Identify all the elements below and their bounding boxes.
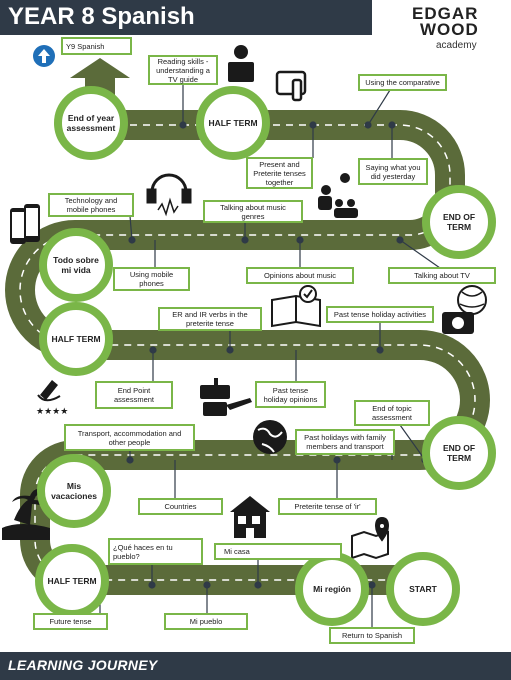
road-arrow-head [70, 58, 130, 78]
milestone-half-term-3: HALF TERM [35, 544, 109, 618]
map-pin-icon [351, 516, 390, 560]
tv-remote-icon [275, 70, 307, 102]
milestone-end-of-term-2: END OF TERM [422, 416, 496, 490]
footer-title: LEARNING JOURNEY [8, 657, 158, 673]
page-title: YEAR 8 Spanish [8, 3, 195, 30]
logo-wood: WOOD [420, 20, 479, 39]
topic-talking-tv: Talking about TV [388, 267, 496, 284]
topic-countries: Countries [138, 498, 223, 515]
topic-using-mobile-phones: Using mobile phones [113, 267, 190, 291]
topic-saying-yesterday: Saying what you did yesterday [358, 158, 428, 185]
topic-er-ir-verbs: ER and IR verbs in the preterite tense [158, 307, 262, 331]
topic-end-point: End Point assessment [95, 381, 173, 409]
dancing-people-icon [318, 173, 358, 218]
svg-text:★★★★: ★★★★ [36, 407, 68, 417]
up-arrow-icon [33, 45, 55, 67]
milestone-end-of-year: End of year assessment [54, 86, 128, 160]
topic-y9-spanish: Y9 Spanish [61, 37, 132, 55]
topic-opinions-music: Opinions about music [246, 267, 354, 284]
logo-academy: academy [436, 40, 477, 51]
milestone-todo-sobre-mi-vida: Todo sobre mi vida [39, 228, 113, 302]
reading-person-icon [228, 45, 254, 82]
topic-past-tense-activities: Past tense holiday activities [326, 306, 434, 323]
topic-end-of-topic: End of topic assessment [354, 400, 430, 426]
topic-que-haces: ¿Qué haces en tu pueblo? [108, 538, 203, 565]
logo-edgar: EDGAR [412, 4, 479, 23]
topic-using-comparative: Using the comparative [358, 74, 447, 91]
headphones-icon [146, 173, 192, 217]
topic-transport: Transport, accommodation and other peopl… [64, 424, 195, 451]
topic-past-holidays-family: Past holidays with family members and tr… [295, 429, 395, 455]
milestone-mi-region: Mi región [295, 552, 369, 626]
milestone-end-of-term-1: END OF TERM [422, 185, 496, 259]
milestone-half-term-1: HALF TERM [196, 86, 270, 160]
mobile-phones-icon [10, 204, 40, 244]
milestone-start: START [386, 552, 460, 626]
palm-tree-icon [2, 488, 50, 540]
house-icon [230, 496, 270, 538]
globe-icon [253, 420, 287, 454]
travel-collage-icon [200, 378, 252, 416]
book-checkmark-icon [271, 285, 321, 328]
topic-mi-pueblo: Mi pueblo [164, 613, 248, 630]
topic-preterite-ir: Preterite tense of 'ir' [278, 498, 377, 515]
camera-beach-ball-icon [442, 285, 487, 334]
title-bar [0, 0, 372, 35]
topic-present-preterite: Present and Preterite tenses together [246, 157, 313, 189]
topic-past-tense-opinions: Past tense holiday opinions [255, 381, 326, 408]
topic-future-tense: Future tense [33, 613, 108, 630]
milestone-mis-vacaciones: Mis vacaciones [37, 454, 111, 528]
handwriting-stars-icon: ★★★★ [36, 380, 68, 417]
topic-technology-phones: Technology and mobile phones [48, 193, 134, 217]
topic-music-genres: Talking about music genres [203, 200, 303, 223]
milestone-half-term-2: HALF TERM [39, 302, 113, 376]
topic-reading-skills: Reading skills - understanding a TV guid… [148, 55, 218, 85]
topic-mi-casa: Mi casa [214, 543, 342, 560]
topic-return-spanish: Return to Spanish [329, 627, 415, 644]
footer-bar [0, 652, 511, 680]
